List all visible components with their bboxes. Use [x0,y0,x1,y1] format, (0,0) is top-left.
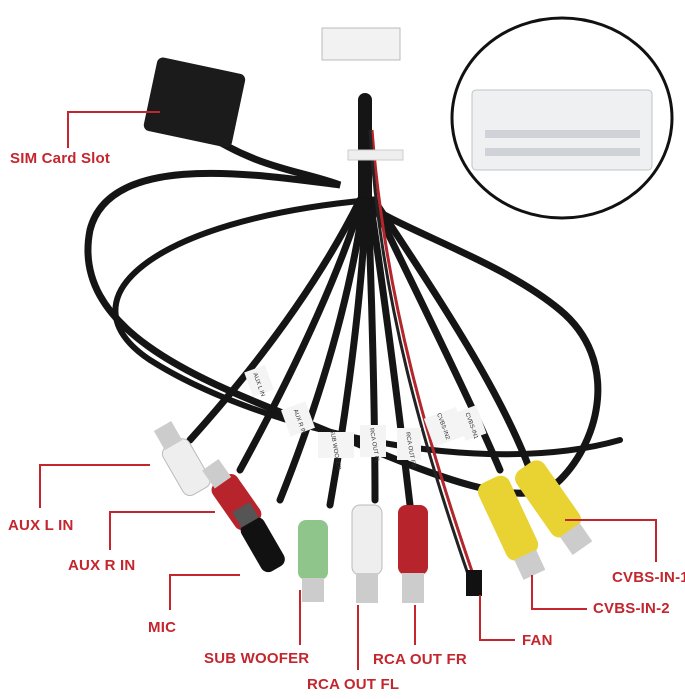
label-rca-out-fl: RCA OUT FL [307,676,400,693]
cvbs1-connector [515,460,593,555]
mic-connector [232,502,285,573]
cvbs2-cable [368,196,504,474]
loop-cable [112,197,623,458]
label-sub-woofer: SUB WOOFER [204,650,310,667]
cable-tie [347,149,404,161]
rca-fr-connector [398,505,428,575]
sim-card-slot-module [143,57,246,148]
aux-r-cable [236,196,366,474]
cvbs1-cable [370,196,534,474]
rca-fr-cable [366,196,414,509]
cables [84,93,623,509]
inset-pins [485,130,640,156]
sub-cable [326,196,370,509]
label-aux-r-in: AUX R IN [68,557,136,574]
label-fan: FAN [522,632,553,649]
cvbs2-connector [477,475,546,580]
rca-fl-cable [364,196,379,504]
sub-connector [298,520,328,580]
label-cvbs-in-1: CVBS-IN-1 [612,569,685,586]
label-mic: MIC [148,619,177,636]
fan-red-wire [370,129,477,581]
label-cvbs-in-2: CVBS-IN-2 [593,600,670,617]
label-sim-card-slot: SIM Card Slot [10,150,111,167]
leader-lines [39,111,657,670]
aux-l-cable [186,196,364,444]
mic-cable [276,196,368,504]
label-rca-out-fr: RCA OUT FR [373,651,467,668]
harness-connector-plug [321,27,401,61]
aux-l-connector [153,421,211,497]
rca-connectors [153,421,593,603]
label-aux-l-in: AUX L IN [8,517,74,534]
rca-fl-connector [351,504,383,576]
fan-black-wire [368,129,472,581]
fan-plug [466,570,482,596]
